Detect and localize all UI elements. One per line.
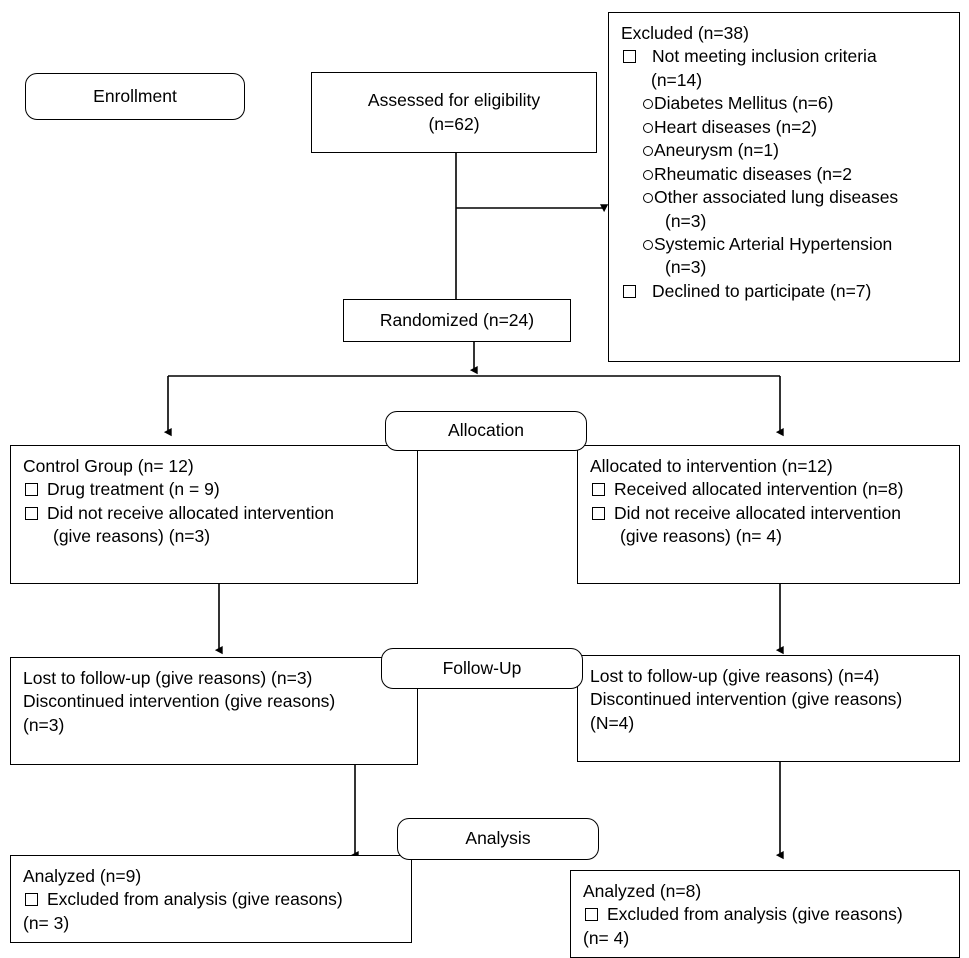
stage-label-enrollment-text: Enrollment: [93, 85, 177, 106]
randomized-text: Randomized (n=24): [379, 309, 535, 330]
allocation-right-heading: Allocated to intervention (n=12): [590, 456, 833, 476]
stage-label-analysis-text: Analysis: [465, 828, 531, 849]
analysis-right-item-1-cont: (n= 4): [583, 927, 630, 948]
allocation-left-heading: Control Group (n= 12): [23, 456, 194, 476]
analysis-right-item-1: Excluded from analysis (give reasons): [583, 903, 949, 926]
excluded-sub-1-text: Diabetes Mellitus (n=6): [654, 93, 834, 114]
allocation-left-item-1-text: Drug treatment (n = 9): [47, 479, 220, 500]
box-followup-intervention: Lost to follow-up (give reasons) (n=4) D…: [577, 655, 960, 762]
allocation-right-item-1-text: Received allocated intervention (n=8): [614, 479, 904, 500]
assessed-line-2: (n=62): [428, 113, 480, 134]
stage-label-allocation: Allocation: [385, 411, 587, 451]
excluded-sub-2: Heart diseases (n=2): [621, 116, 949, 139]
circle-bullet-icon: [643, 99, 653, 110]
followup-right-line-1: Lost to follow-up (give reasons) (n=4): [590, 666, 880, 686]
checkbox-square-icon: [25, 506, 38, 520]
stage-label-enrollment: Enrollment: [25, 73, 245, 120]
excluded-sub-3: Aneurysm (n=1): [621, 139, 949, 162]
excluded-heading: Excluded (n=38): [621, 23, 749, 43]
box-allocation-control: Control Group (n= 12) Drug treatment (n …: [10, 445, 418, 584]
box-allocation-intervention: Allocated to intervention (n=12) Receive…: [577, 445, 960, 584]
checkbox-square-icon: [623, 50, 636, 64]
circle-bullet-icon: [643, 239, 653, 250]
excluded-reason-2-text: Declined to participate (n=7): [652, 280, 872, 301]
excluded-sub-4-text: Rheumatic diseases (n=2: [654, 163, 852, 184]
excluded-reason-1: Not meeting inclusion criteria: [621, 45, 949, 68]
box-randomized: Randomized (n=24): [343, 299, 571, 342]
analysis-left-heading: Analyzed (n=9): [23, 866, 142, 886]
excluded-sub-3-text: Aneurysm (n=1): [654, 140, 779, 161]
analysis-right-item-1-text: Excluded from analysis (give reasons): [607, 904, 903, 925]
stage-label-followup: Follow-Up: [381, 648, 583, 689]
followup-left-line-3: (n=3): [23, 714, 65, 735]
circle-bullet-icon: [643, 146, 653, 157]
followup-left-line-2: Discontinued intervention (give reasons): [23, 691, 336, 712]
box-followup-control: Lost to follow-up (give reasons) (n=3) D…: [10, 657, 418, 765]
analysis-right-heading: Analyzed (n=8): [583, 881, 702, 901]
circle-bullet-icon: [643, 193, 653, 204]
allocation-left-item-2-text: Did not receive allocated intervention: [47, 502, 334, 523]
excluded-reason-1-count: (n=14): [651, 69, 703, 90]
analysis-left-item-1-cont: (n= 3): [23, 912, 70, 933]
stage-label-allocation-text: Allocation: [448, 420, 524, 441]
allocation-right-item-2-cont: (give reasons) (n= 4): [620, 526, 782, 547]
box-analysis-intervention: Analyzed (n=8) Excluded from analysis (g…: [570, 870, 960, 958]
excluded-sub-5-count: (n=3): [665, 210, 707, 231]
excluded-sub-5-text: Other associated lung diseases: [654, 187, 899, 208]
checkbox-square-icon: [25, 893, 38, 907]
excluded-sub-4: Rheumatic diseases (n=2: [621, 163, 949, 186]
excluded-reason-2: Declined to participate (n=7): [621, 280, 949, 303]
allocation-left-item-2-cont: (give reasons) (n=3): [53, 526, 211, 547]
excluded-sub-6-count: (n=3): [665, 257, 707, 278]
checkbox-square-icon: [585, 908, 598, 922]
followup-left-line-1: Lost to follow-up (give reasons) (n=3): [23, 668, 313, 688]
analysis-left-item-1: Excluded from analysis (give reasons): [23, 888, 401, 911]
excluded-sub-6-text: Systemic Arterial Hypertension: [654, 233, 893, 254]
excluded-sub-6: Systemic Arterial Hypertension: [621, 233, 949, 256]
box-excluded: Excluded (n=38) Not meeting inclusion cr…: [608, 12, 960, 362]
box-analysis-control: Analyzed (n=9) Excluded from analysis (g…: [10, 855, 412, 943]
allocation-right-item-2: Did not receive allocated intervention: [590, 502, 949, 525]
assessed-line-1: Assessed for eligibility: [367, 90, 541, 111]
checkbox-square-icon: [592, 483, 605, 497]
circle-bullet-icon: [643, 122, 653, 133]
circle-bullet-icon: [643, 169, 653, 180]
analysis-left-item-1-text: Excluded from analysis (give reasons): [47, 889, 343, 910]
stage-label-analysis: Analysis: [397, 818, 599, 860]
followup-right-line-2: Discontinued intervention (give reasons): [590, 689, 903, 710]
checkbox-square-icon: [592, 506, 605, 520]
checkbox-square-icon: [25, 483, 38, 497]
excluded-sub-2-text: Heart diseases (n=2): [654, 116, 817, 137]
box-assessed-for-eligibility: Assessed for eligibility (n=62): [311, 72, 597, 153]
allocation-left-item-2: Did not receive allocated intervention: [23, 502, 407, 525]
checkbox-square-icon: [623, 284, 636, 298]
excluded-sub-5: Other associated lung diseases: [621, 186, 949, 209]
excluded-sub-1: Diabetes Mellitus (n=6): [621, 92, 949, 115]
followup-right-line-3: (N=4): [590, 712, 635, 733]
allocation-right-item-2-text: Did not receive allocated intervention: [614, 502, 901, 523]
allocation-left-item-1: Drug treatment (n = 9): [23, 478, 407, 501]
excluded-reason-1-text: Not meeting inclusion criteria: [652, 46, 877, 67]
stage-label-followup-text: Follow-Up: [442, 657, 522, 678]
allocation-right-item-1: Received allocated intervention (n=8): [590, 478, 949, 501]
